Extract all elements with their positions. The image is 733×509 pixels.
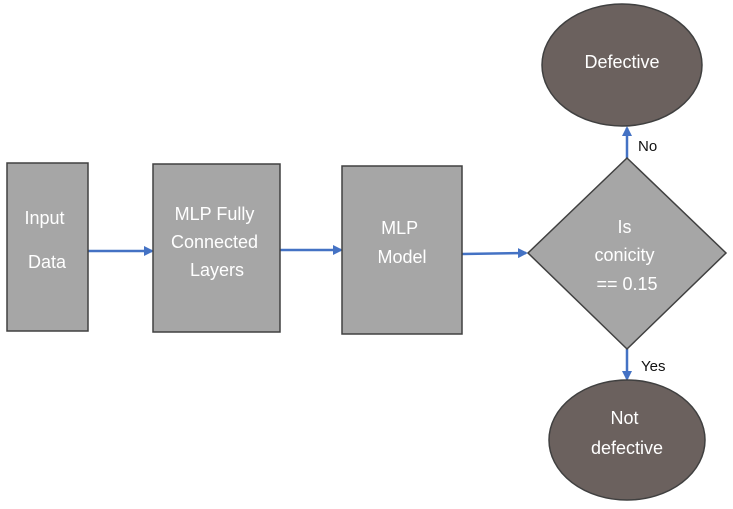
not-defective-label-line2: defective (591, 438, 663, 458)
mlp-model-label-line2: Model (377, 247, 426, 267)
decision-label-line3: == 0.15 (596, 274, 657, 294)
not-defective-ellipse: Not defective (548, 379, 706, 501)
no-edge-label: No (638, 138, 657, 155)
input-data-box: Input Data (6, 162, 89, 332)
edge-model-to-decision (461, 248, 528, 259)
svg-text:MLP Fully Connected: MLP Fully Connected Layers (171, 204, 263, 280)
svg-text:MLP Model: MLP Model (377, 218, 426, 267)
svg-text:Not defective: Not defective (591, 408, 663, 458)
decision-label-line1: Is (617, 217, 631, 237)
decision-label-line2: conicity (594, 245, 654, 265)
input-data-label-line1: Input (24, 208, 64, 228)
fully-connected-label-line2: Connected (171, 232, 258, 252)
mlp-model-box: MLP Model (341, 165, 463, 335)
input-data-label-line2: Data (28, 252, 67, 272)
svg-text:Is conicity == 0.1: Is conicity == 0.15 (594, 217, 659, 294)
not-defective-label-line1: Not (610, 408, 638, 428)
defective-ellipse: Defective (541, 3, 703, 127)
decision-diamond: Is conicity == 0.15 (526, 156, 728, 351)
mlp-model-label-line1: MLP (381, 218, 418, 238)
fully-connected-layers-box: MLP Fully Connected Layers (152, 163, 281, 333)
svg-text:Defective: Defective (584, 52, 659, 72)
fully-connected-label-line1: MLP Fully (175, 204, 255, 224)
svg-text:Input Data: Input Data (24, 208, 69, 272)
defective-label: Defective (584, 52, 659, 72)
fully-connected-label-line3: Layers (190, 260, 244, 280)
yes-edge-label: Yes (641, 358, 665, 375)
